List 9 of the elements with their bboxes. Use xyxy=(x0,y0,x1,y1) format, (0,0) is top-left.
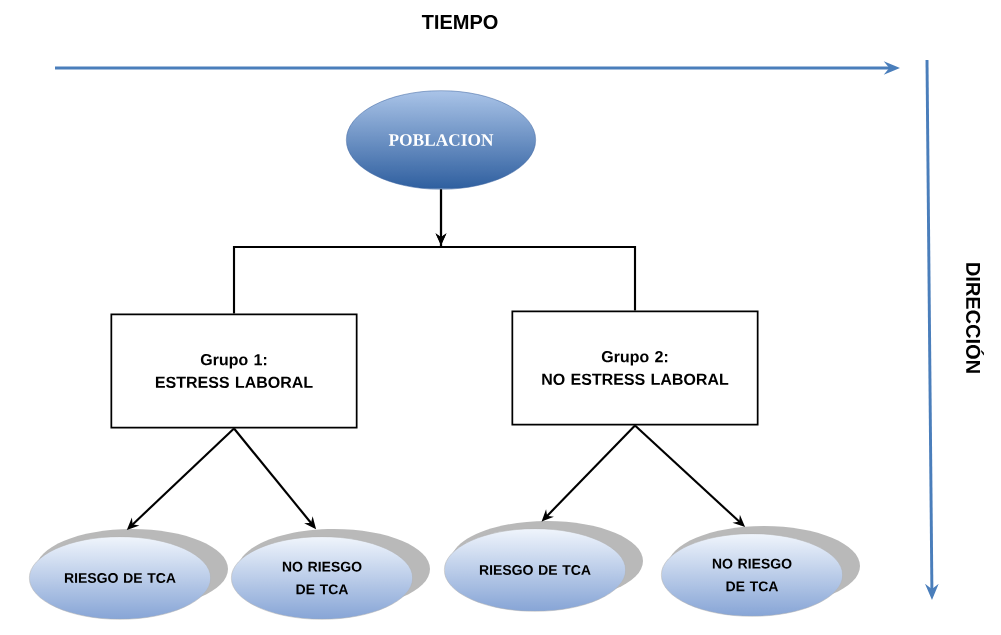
ellipse-node: RIESGO DE TCA xyxy=(29,529,228,620)
ellipse-node: POBLACION xyxy=(346,90,536,190)
ellipse-node: NO RIESGO DE TCA xyxy=(231,529,430,620)
ellipse-node: RIESGO DE TCA xyxy=(444,521,643,612)
process-box: Grupo 2: NO ESTRESS LABORAL xyxy=(511,310,759,426)
axis-label: DIRECCIÓN xyxy=(966,263,984,373)
ellipse-node: NO RIESGO DE TCA xyxy=(661,526,860,617)
process-box: Grupo 1: ESTRESS LABORAL xyxy=(110,313,358,429)
axis-label: TIEMPO xyxy=(421,14,498,30)
